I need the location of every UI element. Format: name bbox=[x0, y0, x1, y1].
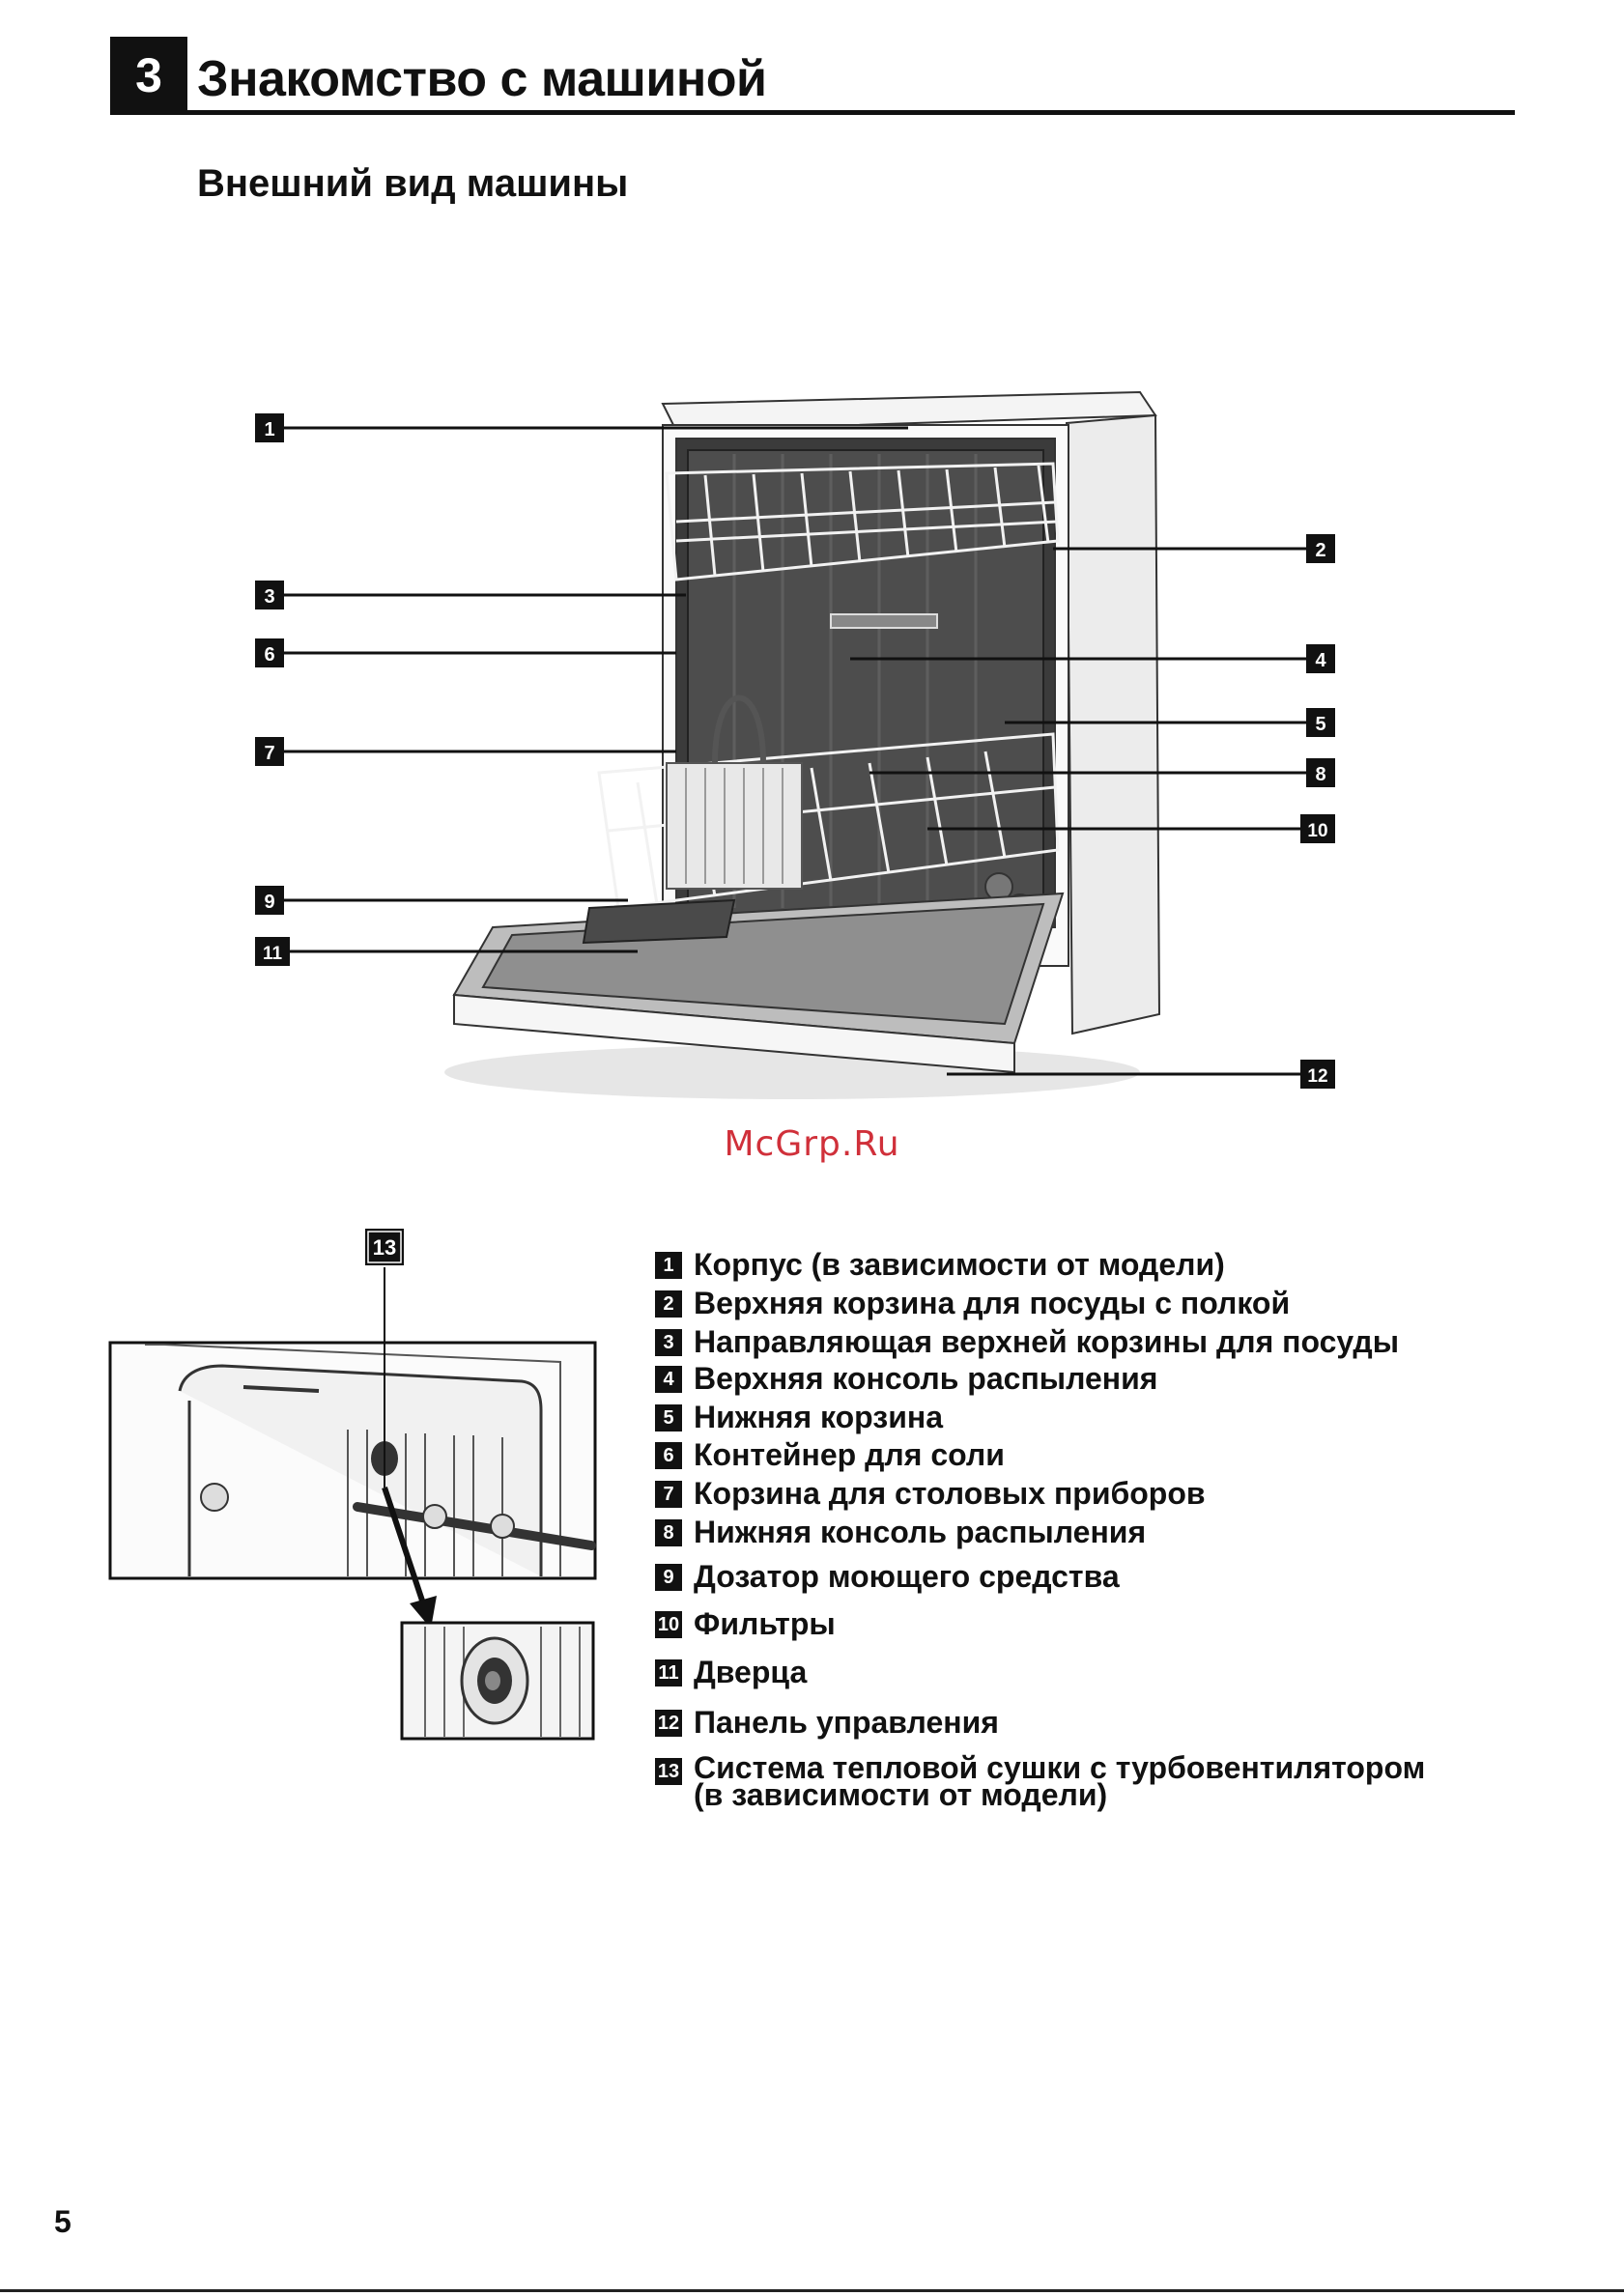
legend-item-3: 3 Направляющая верхней корзины для посуды bbox=[655, 1325, 1399, 1358]
legend-number: 13 bbox=[655, 1758, 682, 1785]
legend-number: 9 bbox=[655, 1564, 682, 1591]
svg-text:13: 13 bbox=[373, 1235, 396, 1260]
section-number-badge: 3 bbox=[110, 37, 187, 114]
legend-item-6: 6 Контейнер для соли bbox=[655, 1438, 1005, 1471]
callout-badge-12: 12 bbox=[1300, 1060, 1335, 1089]
callout-badge-8: 8 bbox=[1306, 758, 1335, 787]
legend-label-line1: Система тепловой сушки с турбовентилятор… bbox=[694, 1750, 1426, 1785]
legend-label: Нижняя консоль распыления bbox=[694, 1515, 1147, 1549]
legend-item-13: 13 Система тепловой сушки с турбовентиля… bbox=[655, 1750, 1426, 1812]
legend-label: Нижняя корзина bbox=[694, 1400, 943, 1434]
legend-number: 1 bbox=[655, 1252, 682, 1279]
legend-label: Корпус (в зависимости от модели) bbox=[694, 1247, 1225, 1282]
callout-badge-10: 10 bbox=[1300, 814, 1335, 843]
legend-label: Верхняя корзина для посуды с полкой bbox=[694, 1286, 1291, 1320]
legend-number: 5 bbox=[655, 1404, 682, 1431]
callout-badge-5: 5 bbox=[1306, 708, 1335, 737]
callout-badge-11: 11 bbox=[255, 937, 290, 966]
svg-text:1: 1 bbox=[264, 419, 274, 440]
section-subtitle: Внешний вид машины bbox=[197, 162, 629, 205]
svg-text:7: 7 bbox=[264, 743, 274, 764]
svg-text:3: 3 bbox=[264, 586, 274, 608]
legend-item-8: 8 Нижняя консоль распыления bbox=[655, 1516, 1146, 1548]
svg-text:2: 2 bbox=[1315, 540, 1325, 561]
callout-badge-13: 13 bbox=[365, 1229, 404, 1265]
page-title: Знакомство с машиной bbox=[197, 51, 767, 107]
callout-badge-9: 9 bbox=[255, 886, 284, 915]
svg-text:10: 10 bbox=[1307, 821, 1327, 841]
dishwasher-drawing bbox=[444, 390, 1161, 1099]
legend-number: 7 bbox=[655, 1481, 682, 1508]
legend-label-line2: (в зависимости от модели) bbox=[694, 1777, 1108, 1812]
callout-lines bbox=[284, 426, 1306, 1076]
callout-badge-6: 6 bbox=[255, 638, 284, 667]
legend-number: 8 bbox=[655, 1519, 682, 1546]
svg-text:5: 5 bbox=[1315, 714, 1325, 735]
legend-item-9: 9 Дозатор моющего средства bbox=[655, 1560, 1120, 1593]
legend-label: Корзина для столовых приборов bbox=[694, 1476, 1206, 1511]
legend-number: 11 bbox=[655, 1659, 682, 1687]
page-number: 5 bbox=[54, 2204, 71, 2239]
legend-label: Дверца bbox=[694, 1655, 808, 1689]
legend-label: Панель управления bbox=[694, 1705, 999, 1740]
legend-number: 2 bbox=[655, 1290, 682, 1318]
legend-label: Система тепловой сушки с турбовентилятор… bbox=[694, 1750, 1426, 1812]
legend-item-5: 5 Нижняя корзина bbox=[655, 1401, 943, 1433]
drying-system-detail: 13 bbox=[108, 1229, 597, 1741]
legend-label: Контейнер для соли bbox=[694, 1437, 1005, 1472]
callout-badge-2: 2 bbox=[1306, 534, 1335, 563]
legend-number: 4 bbox=[655, 1366, 682, 1393]
legend-number: 3 bbox=[655, 1329, 682, 1356]
svg-text:9: 9 bbox=[264, 892, 274, 913]
legend-item-4: 4 Верхняя консоль распыления bbox=[655, 1362, 1157, 1395]
callout-badge-4: 4 bbox=[1306, 644, 1335, 673]
svg-text:4: 4 bbox=[1315, 650, 1326, 671]
callout-badge-3: 3 bbox=[255, 581, 284, 609]
legend-item-12: 12 Панель управления bbox=[655, 1706, 999, 1739]
legend-number: 10 bbox=[655, 1611, 682, 1638]
legend-label: Верхняя консоль распыления bbox=[694, 1361, 1158, 1396]
svg-text:8: 8 bbox=[1315, 764, 1325, 785]
bottom-rule bbox=[0, 2289, 1624, 2292]
callout-badge-7: 7 bbox=[255, 737, 284, 766]
svg-text:12: 12 bbox=[1307, 1066, 1327, 1087]
callout-badge-1: 1 bbox=[255, 413, 284, 442]
legend-item-10: 10 Фильтры bbox=[655, 1607, 836, 1640]
svg-text:6: 6 bbox=[264, 644, 274, 666]
legend-label: Направляющая верхней корзины для посуды bbox=[694, 1324, 1400, 1359]
legend-item-1: 1 Корпус (в зависимости от модели) bbox=[655, 1248, 1225, 1281]
svg-text:11: 11 bbox=[263, 944, 283, 964]
legend-item-11: 11 Дверца bbox=[655, 1656, 807, 1688]
legend-item-2: 2 Верхняя корзина для посуды с полкой bbox=[655, 1287, 1290, 1319]
legend-label: Фильтры bbox=[694, 1606, 836, 1641]
legend-number: 12 bbox=[655, 1710, 682, 1737]
legend-label: Дозатор моющего средства bbox=[694, 1559, 1120, 1594]
legend-item-7: 7 Корзина для столовых приборов bbox=[655, 1477, 1206, 1510]
watermark: McGrp.Ru bbox=[724, 1124, 900, 1164]
legend-number: 6 bbox=[655, 1442, 682, 1469]
title-underline bbox=[110, 110, 1515, 115]
